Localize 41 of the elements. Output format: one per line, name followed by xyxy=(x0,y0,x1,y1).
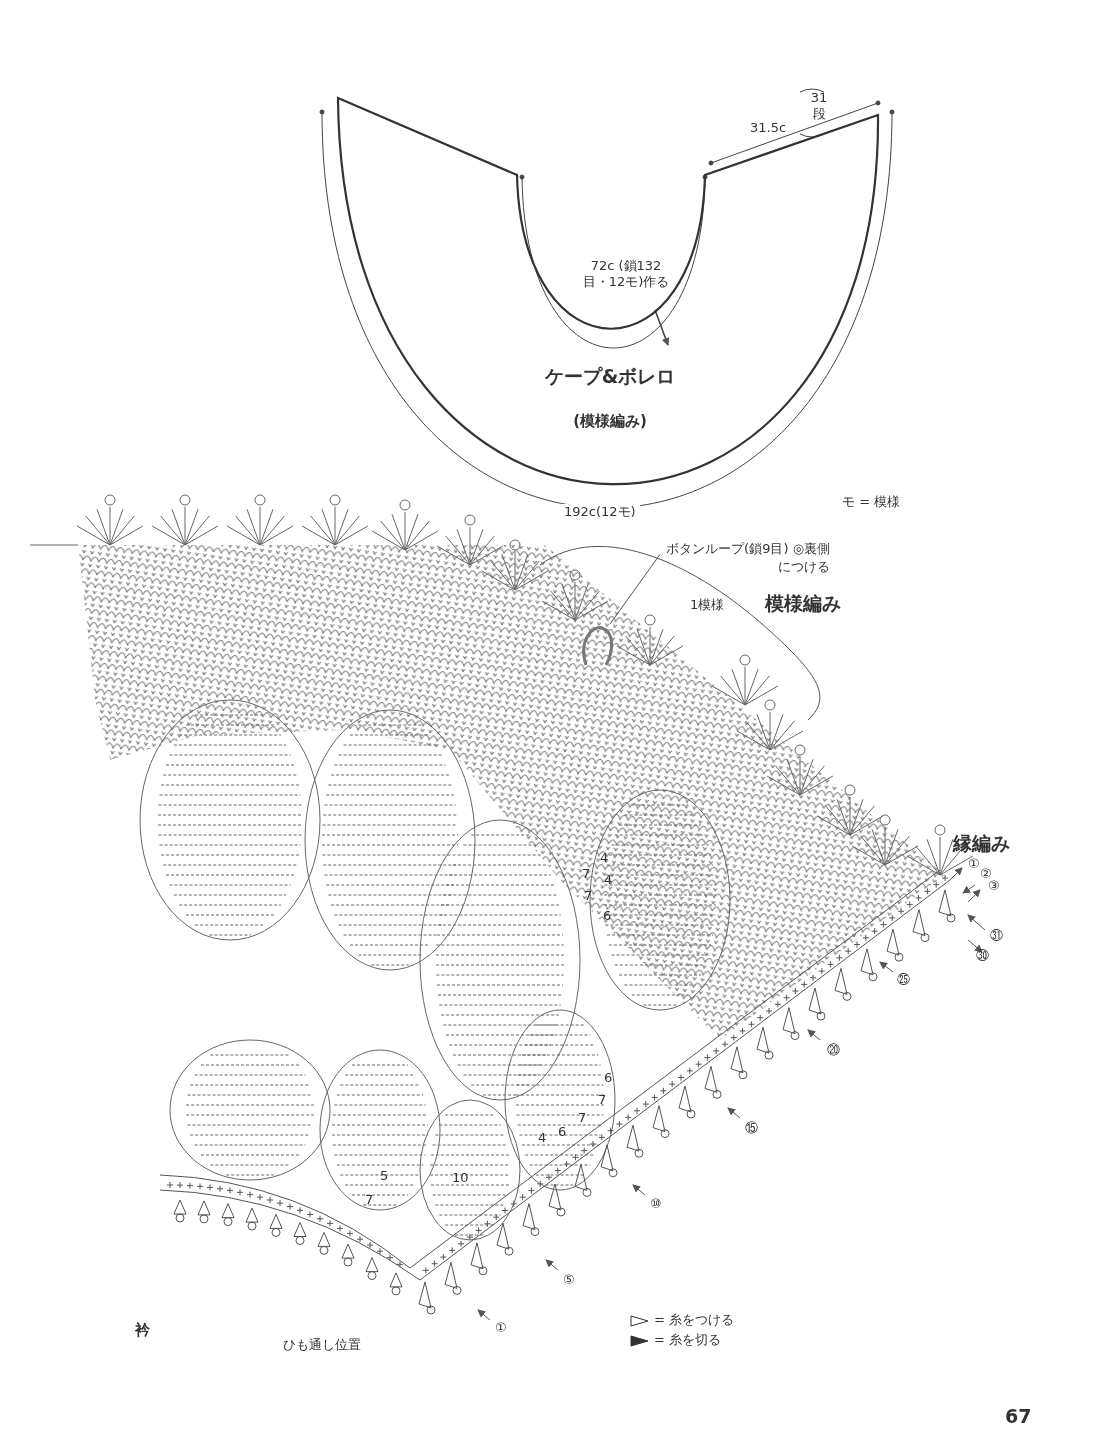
row-number: 7 xyxy=(578,1110,587,1126)
row-number: ㉕ xyxy=(897,972,910,988)
label-text: ひも通し位置 xyxy=(283,1337,361,1353)
pattern-name: (模様編み) xyxy=(572,411,648,432)
row-number: ⑮ xyxy=(745,1120,758,1136)
label-text: 縁編み xyxy=(953,832,1010,854)
label-text: 192c(12モ) xyxy=(560,504,640,520)
dimension-label: 31段 xyxy=(810,90,828,122)
row-number: 7 xyxy=(598,1092,607,1108)
row-number: 4 xyxy=(604,872,613,888)
row-number: 衿 xyxy=(135,1322,150,1338)
row-number: ① xyxy=(495,1320,507,1336)
row-number: ⑳ xyxy=(827,1042,840,1058)
row-number: 6 xyxy=(558,1124,567,1140)
label-text: 1模様 xyxy=(690,597,725,613)
label-text: 31.5c xyxy=(750,120,787,136)
row-number: ② xyxy=(980,866,992,881)
label-text: モ = 模様 xyxy=(842,494,901,510)
row-number: ⑩ xyxy=(650,1196,662,1212)
leader-line xyxy=(609,553,661,625)
label-text: 模様編み xyxy=(765,592,841,614)
legend-text: = 糸をつける xyxy=(654,1312,735,1328)
row-number: 10 xyxy=(452,1170,469,1186)
row-number: ㉛ xyxy=(990,928,1003,944)
row-number: ③ xyxy=(988,878,1000,894)
row-number: 4 xyxy=(600,850,609,866)
row-number: 7 xyxy=(584,888,593,904)
row-number: ⑤ xyxy=(563,1272,575,1288)
row-number: 7 xyxy=(365,1192,374,1208)
row-number: 6 xyxy=(604,1070,613,1086)
row-number: 4 xyxy=(538,1130,547,1146)
row-number: 67 xyxy=(1005,1405,1032,1427)
row-number: ㉚ xyxy=(976,948,989,964)
row-number: 7 xyxy=(582,866,591,882)
row-number: 5 xyxy=(380,1168,389,1184)
note-text: ボタンループ(鎖9目) ◎裏側につける xyxy=(660,540,830,576)
dimension-label: 72c (鎖132目・12モ)作る xyxy=(581,258,671,290)
legend-text: = 糸を切る xyxy=(654,1332,722,1348)
row-number: 6 xyxy=(603,908,612,924)
row-number: ① xyxy=(968,856,980,872)
title-text: ケープ&ボレロ xyxy=(543,365,677,387)
